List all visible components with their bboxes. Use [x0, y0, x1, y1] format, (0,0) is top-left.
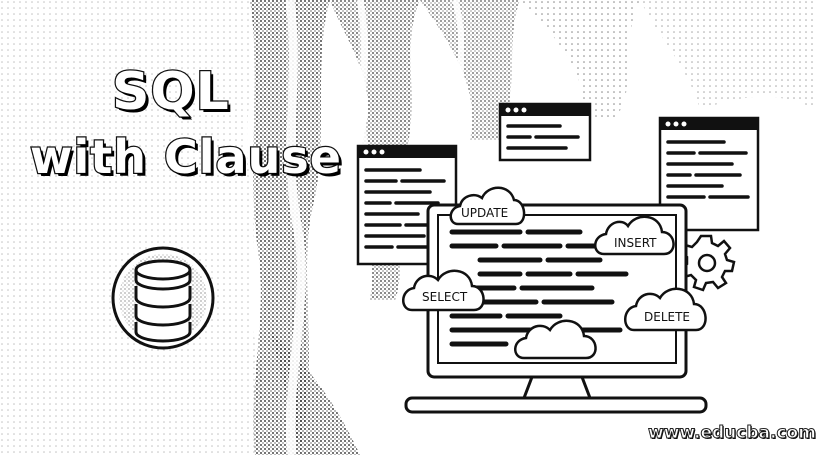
cloud-bottom: [514, 319, 597, 360]
cloud-select: [402, 269, 485, 312]
cloud-insert: [594, 215, 675, 256]
cloud-update: [449, 186, 526, 226]
monitor-icon: [404, 203, 708, 414]
database-icon: [111, 246, 215, 350]
gear-icon: [679, 234, 736, 292]
watermark: www.educba.com: [648, 423, 817, 444]
cloud-label-delete: DELETE: [644, 310, 691, 324]
cloud-label-insert: INSERT: [614, 236, 657, 250]
cloud-label-select: SELECT: [422, 290, 468, 304]
cloud-delete: [624, 287, 707, 332]
code-window-top: [498, 102, 592, 162]
title-line-2: with Clause: [29, 129, 342, 186]
title-line-1: SQL: [111, 61, 230, 124]
cloud-label-update: UPDATE: [461, 206, 509, 220]
